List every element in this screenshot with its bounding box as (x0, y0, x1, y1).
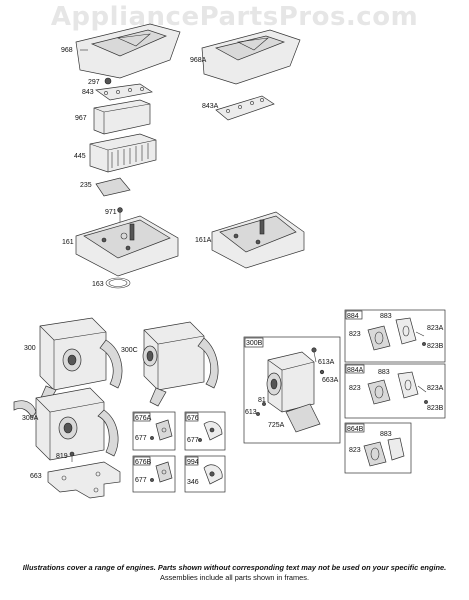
label-300: 300 (24, 345, 36, 352)
label-968A: 968A (190, 57, 207, 64)
label-823B-a: 823B (427, 343, 444, 350)
label-81: 81 (258, 397, 266, 404)
label-864B: 864B (347, 426, 364, 433)
label-163: 163 (92, 281, 104, 288)
label-676A: 676A (135, 415, 152, 422)
label-843: 843 (82, 89, 94, 96)
disclaimer-text: Illustrations cover a range of engines. … (22, 563, 447, 572)
label-346: 346 (187, 479, 199, 486)
label-663: 663 (30, 473, 42, 480)
label-300C: 300C (121, 347, 138, 354)
label-823-b: 823 (349, 385, 361, 392)
muffler-300A[interactable] (13, 387, 119, 461)
frame-676B[interactable] (132, 455, 176, 493)
frame-884[interactable] (344, 309, 446, 363)
label-676B: 676B (135, 459, 152, 466)
label-676: 676 (187, 415, 199, 422)
frame-676A[interactable] (132, 411, 176, 451)
label-823A-b: 823A (427, 385, 444, 392)
label-968: 968 (61, 47, 73, 54)
frame-884A[interactable] (344, 363, 446, 419)
label-843A: 843A (202, 103, 219, 110)
air-cleaner-cover-968[interactable] (75, 23, 181, 79)
label-445: 445 (74, 153, 86, 160)
label-823-c: 823 (349, 447, 361, 454)
air-cleaner-base-161[interactable] (75, 215, 179, 277)
screw-971[interactable] (117, 207, 123, 222)
label-819: 819 (56, 453, 68, 460)
air-cleaner-cover-968A[interactable] (201, 29, 301, 85)
gasket-843A[interactable] (215, 95, 275, 121)
o-ring-163[interactable] (105, 277, 131, 289)
muffler-300C[interactable] (142, 321, 219, 407)
label-663A: 663A (322, 377, 339, 384)
frame-300B[interactable] (243, 336, 341, 444)
label-677-c: 677 (135, 477, 147, 484)
label-883-b: 883 (378, 369, 390, 376)
site-watermark: AppliancePartsPros.com (50, 2, 419, 32)
label-883-a: 883 (380, 313, 392, 320)
air-cleaner-base-161A[interactable] (211, 211, 305, 269)
label-884: 884 (347, 313, 359, 320)
air-filter-445[interactable] (89, 133, 157, 173)
label-613: 613 (245, 409, 257, 416)
label-677-b: 677 (187, 437, 199, 444)
frame-994[interactable] (184, 455, 226, 493)
label-725A: 725A (268, 422, 285, 429)
seal-235[interactable] (95, 177, 131, 197)
screw-297[interactable] (104, 77, 112, 85)
label-823-a: 823 (349, 331, 361, 338)
label-883-c: 883 (380, 431, 392, 438)
label-300B: 300B (246, 340, 263, 347)
muffler-300[interactable] (39, 317, 123, 405)
pre-cleaner-967[interactable] (93, 99, 151, 135)
label-823B-b: 823B (427, 405, 444, 412)
label-967: 967 (75, 115, 87, 122)
label-297: 297 (88, 79, 100, 86)
frame-676[interactable] (184, 411, 226, 451)
label-613A: 613A (318, 359, 335, 366)
frame-864B[interactable] (344, 422, 412, 474)
label-235: 235 (80, 182, 92, 189)
screw-819[interactable] (69, 451, 75, 462)
label-677-a: 677 (135, 435, 147, 442)
gasket-843[interactable] (95, 83, 153, 101)
label-884A: 884A (347, 367, 364, 374)
label-823A-a: 823A (427, 325, 444, 332)
label-161A: 161A (195, 237, 212, 244)
label-300A: 300A (22, 415, 39, 422)
label-994: 994 (187, 459, 199, 466)
assemblies-note: Assemblies include all parts shown in fr… (159, 573, 310, 582)
bracket-663[interactable] (47, 461, 121, 499)
label-971: 971 (105, 209, 117, 216)
label-161: 161 (62, 239, 74, 246)
